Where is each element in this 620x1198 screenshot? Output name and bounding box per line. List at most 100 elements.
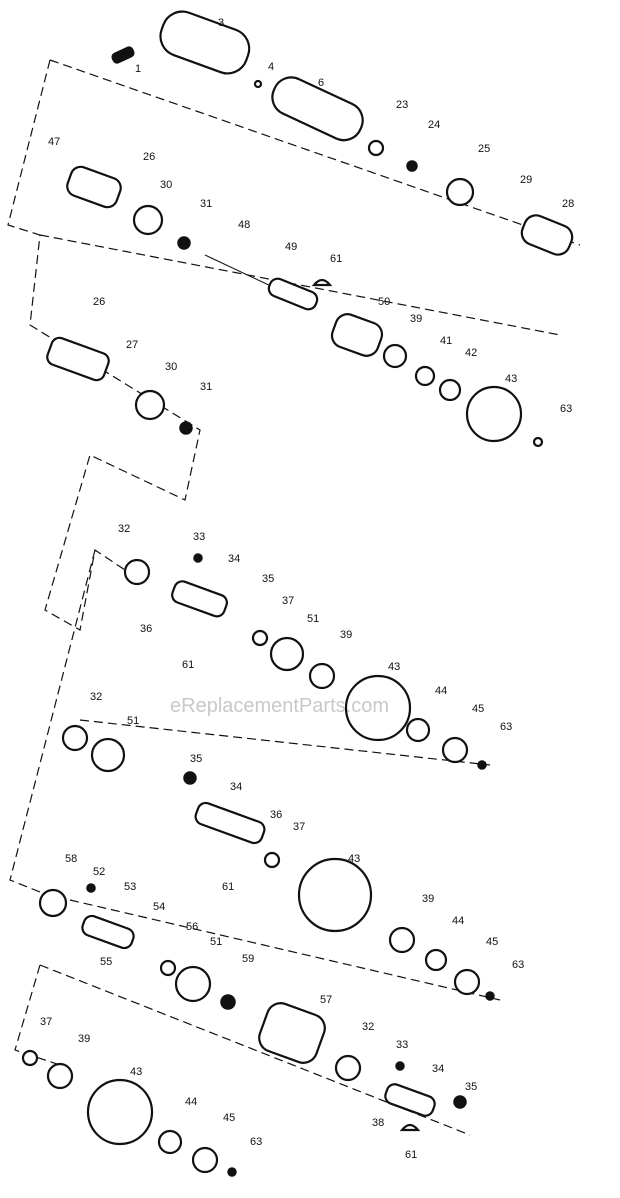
part-39d — [46, 1062, 74, 1090]
part-63d — [227, 1167, 237, 1177]
part-39c — [388, 926, 416, 954]
part-36b — [194, 801, 266, 845]
part-4 — [253, 79, 263, 89]
part-52 — [86, 883, 96, 893]
part-42 — [438, 378, 462, 402]
callout-label: 44 — [452, 915, 464, 927]
part-44b — [424, 948, 448, 972]
part-58 — [38, 888, 68, 918]
callout-label: 51 — [307, 613, 319, 625]
callout-label: 32 — [118, 523, 130, 535]
callout-label: 26 — [93, 296, 105, 308]
part-33b — [395, 1061, 405, 1071]
callout-label: 36 — [140, 623, 152, 635]
part-56 — [159, 959, 177, 977]
part-35b — [453, 1095, 467, 1109]
part-1 — [111, 46, 135, 64]
parts — [21, 10, 574, 1177]
part-27 — [46, 336, 110, 382]
part-35 — [183, 771, 197, 785]
callout-label: 53 — [124, 881, 136, 893]
callout-label: 39 — [78, 1033, 90, 1045]
callout-label: 43 — [505, 373, 517, 385]
callout-label: 34 — [230, 781, 242, 793]
part-51 — [269, 636, 305, 672]
part-32c — [334, 1054, 362, 1082]
part-24 — [406, 160, 418, 172]
callout-label: 49 — [285, 241, 297, 253]
callout-label: 63 — [560, 403, 572, 415]
callout-label: 61 — [405, 1149, 417, 1161]
part-30b — [134, 389, 166, 421]
callout-label: 39 — [410, 313, 422, 325]
callout-label: 38 — [372, 1117, 384, 1129]
callout-label: 63 — [512, 959, 524, 971]
part-47 — [66, 165, 122, 209]
callout-label: 55 — [100, 956, 112, 968]
callout-label: 35 — [465, 1081, 477, 1093]
part-32 — [123, 558, 151, 586]
part-63 — [532, 436, 544, 448]
callout-label: 59 — [242, 953, 254, 965]
callout-label: 26 — [143, 151, 155, 163]
part-59 — [220, 994, 236, 1010]
callout-label: 27 — [126, 339, 138, 351]
part-25 — [445, 177, 475, 207]
part-51c — [174, 965, 212, 1003]
part-44 — [405, 717, 431, 743]
callout-label: 45 — [486, 936, 498, 948]
callout-label: 31 — [200, 198, 212, 210]
callout-label: 34 — [228, 553, 240, 565]
callout-label: 58 — [65, 853, 77, 865]
callout-label: 39 — [340, 629, 352, 641]
callout-label: 44 — [435, 685, 447, 697]
callout-label: 47 — [48, 136, 60, 148]
part-45b — [453, 968, 481, 996]
part-55 — [81, 914, 135, 950]
callout-label: 61 — [222, 881, 234, 893]
callout-label: 30 — [165, 361, 177, 373]
part-61 — [311, 278, 333, 287]
callout-label: 30 — [160, 179, 172, 191]
watermark: eReplacementParts.com — [170, 695, 389, 717]
callout-label: 61 — [330, 253, 342, 265]
part-51b — [90, 737, 126, 773]
callout-label: 33 — [193, 531, 205, 543]
part-43 — [465, 385, 523, 443]
part-39 — [382, 343, 408, 369]
part-44c — [157, 1129, 183, 1155]
callout-label: 50 — [378, 296, 390, 308]
callout-label: 51 — [210, 936, 222, 948]
callout-label: 3 — [218, 17, 224, 29]
callout-label: 45 — [223, 1112, 235, 1124]
part-37 — [251, 629, 269, 647]
callout-label: 35 — [190, 753, 202, 765]
part-6 — [271, 76, 364, 142]
callout-label: 32 — [362, 1021, 374, 1033]
callout-label: 45 — [472, 703, 484, 715]
callout-label: 6 — [318, 77, 324, 89]
callout-label: 44 — [185, 1096, 197, 1108]
callout-label: 41 — [440, 335, 452, 347]
callout-label: 63 — [500, 721, 512, 733]
callout-label: 43 — [348, 853, 360, 865]
callout-label: 35 — [262, 573, 274, 585]
part-23 — [367, 139, 385, 157]
callout-label: 61 — [182, 659, 194, 671]
part-61b — [399, 1123, 421, 1132]
part-3 — [159, 10, 251, 75]
part-38 — [384, 1083, 436, 1117]
callout-label: 43 — [388, 661, 400, 673]
callout-label: 57 — [320, 994, 332, 1006]
callout-label: 29 — [520, 174, 532, 186]
part-43b — [344, 674, 412, 742]
part-37c — [21, 1049, 39, 1067]
part-57 — [258, 1002, 326, 1064]
part-43c — [297, 857, 373, 933]
part-63b — [477, 760, 487, 770]
part-31b — [179, 421, 193, 435]
callout-label: 31 — [200, 381, 212, 393]
callout-label: 33 — [396, 1039, 408, 1051]
callout-label: 34 — [432, 1063, 444, 1075]
